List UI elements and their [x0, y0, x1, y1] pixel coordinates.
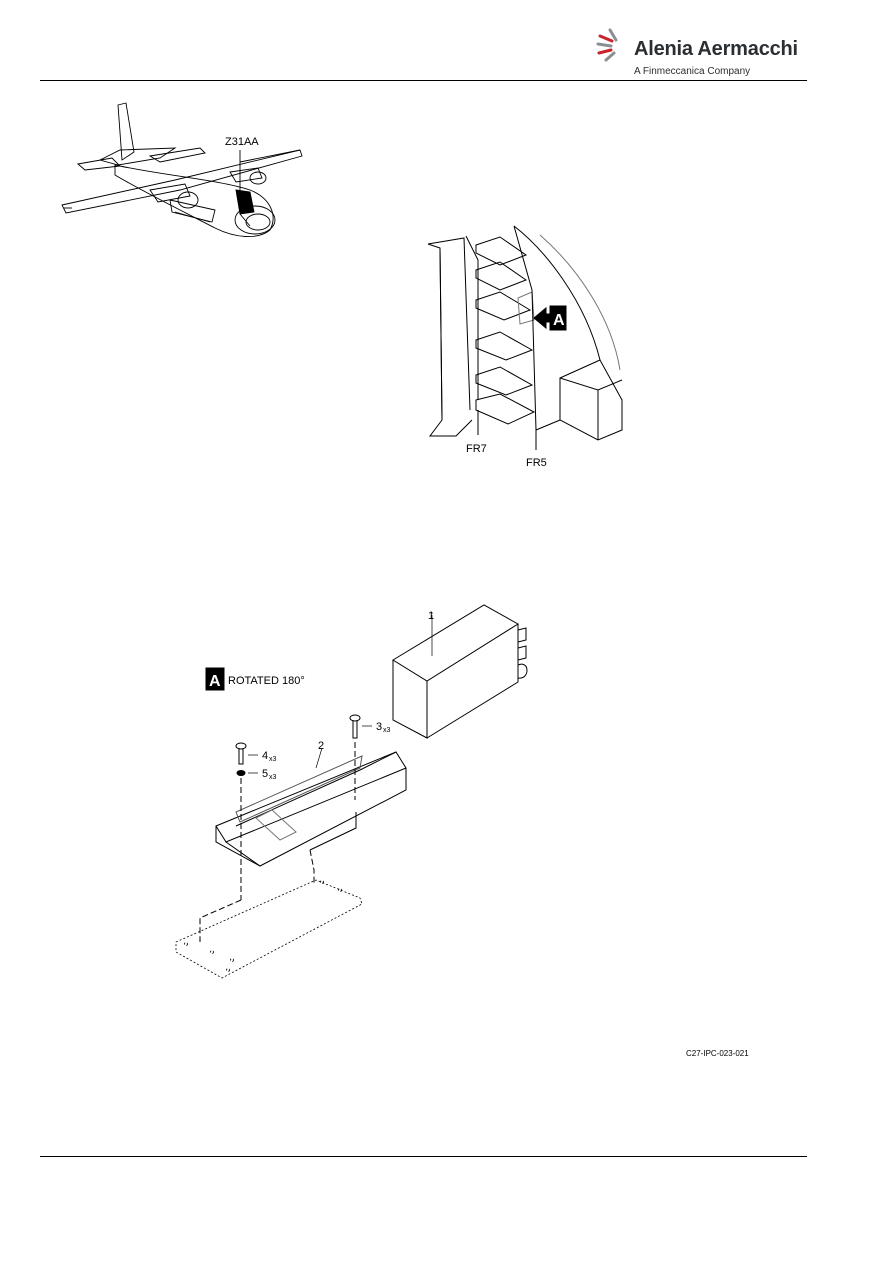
company-name: Alenia Aermacchi — [634, 38, 798, 60]
item-4-number: 4 — [262, 750, 268, 762]
item-3-screw — [349, 714, 372, 800]
company-tagline: A Finmeccanica Company — [634, 66, 751, 77]
item-2-tray — [215, 751, 407, 867]
item-5-qty: x3 — [269, 774, 277, 781]
frame-label-fr7: FR7 — [466, 443, 487, 455]
item-5-washer — [236, 770, 258, 900]
item-3-qty: x3 — [383, 727, 391, 734]
company-logo-mark-icon — [596, 28, 618, 62]
item-2-number: 2 — [318, 740, 324, 752]
view-a-arrow-icon — [533, 305, 567, 331]
drawing-id: C27-IPC-023-021 — [686, 1049, 749, 1058]
footer-divider — [40, 1156, 807, 1157]
item-4-qty: x3 — [269, 756, 277, 763]
item-1-number: 1 — [428, 610, 434, 622]
company-logo: Alenia Aermacchi A Finmeccanica Company — [596, 24, 798, 84]
item-4-screw — [235, 742, 258, 765]
item-3-number: 3 — [376, 721, 382, 733]
item-1-box — [392, 604, 528, 739]
view-a-note: ROTATED 180° — [228, 675, 305, 687]
view-a-badge-label: A — [209, 673, 221, 690]
view-a-badge-icon — [205, 667, 225, 691]
aircraft-locator-view — [61, 102, 303, 237]
mounting-plate — [175, 879, 363, 979]
view-callout-label: A — [553, 312, 565, 329]
item-5-number: 5 — [262, 768, 268, 780]
location-view — [427, 225, 623, 450]
zone-label: Z31AA — [225, 136, 259, 148]
frame-label-fr5: FR5 — [526, 457, 547, 469]
header-divider — [40, 80, 807, 81]
